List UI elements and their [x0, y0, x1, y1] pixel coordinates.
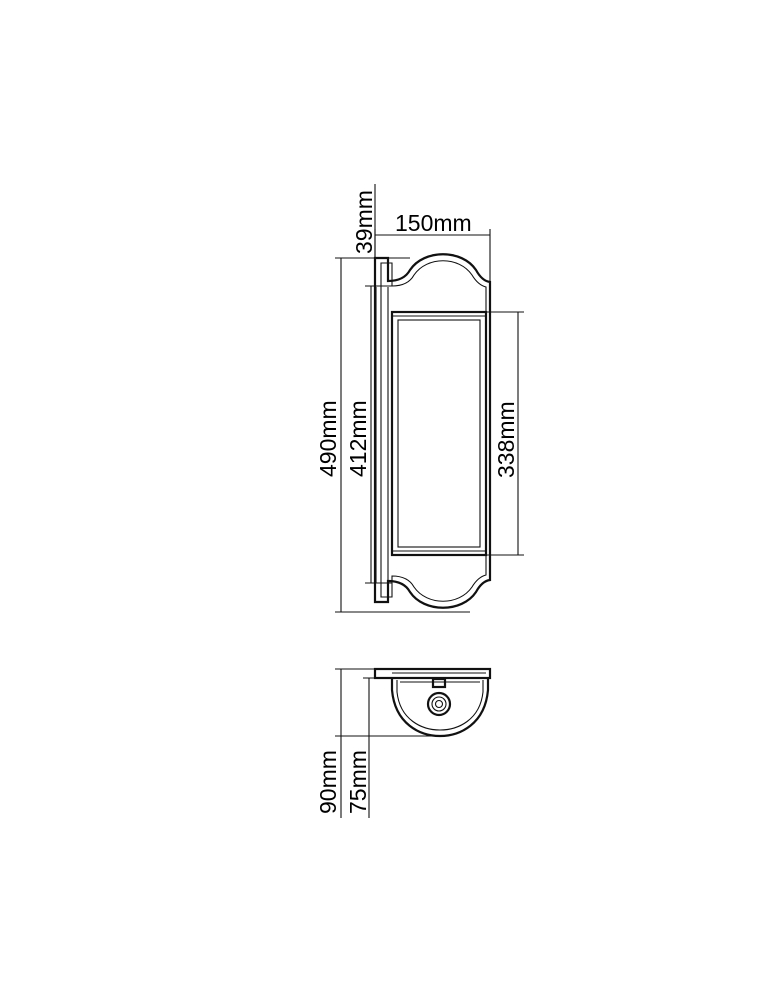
glass-panel [390, 310, 488, 557]
dim-body-depth-label: 75mm [345, 750, 371, 814]
dim-glass-height-label: 338mm [493, 401, 519, 478]
dim-backplate-height-label: 412mm [345, 400, 371, 477]
front-view: 150mm 39mm 490mm 412mm 338mm [315, 184, 524, 613]
dim-overall-height-label: 490mm [315, 400, 341, 477]
dim-width-label: 150mm [395, 210, 472, 236]
lamp-holder-mount [431, 677, 447, 689]
fixture-outer-outline [373, 253, 492, 609]
lamp-holder-outer [426, 691, 452, 717]
shade-body-inner [396, 680, 484, 731]
dim-overall-depth-label: 90mm [315, 750, 341, 814]
dim-top-offset-label: 39mm [351, 190, 377, 254]
lamp-holder-core [434, 699, 444, 709]
fixture-inner-outline [380, 260, 487, 602]
glass-panel-inner [397, 319, 481, 548]
lamp-holder-ring [431, 696, 447, 712]
top-view: 90mm 75mm [315, 667, 492, 818]
